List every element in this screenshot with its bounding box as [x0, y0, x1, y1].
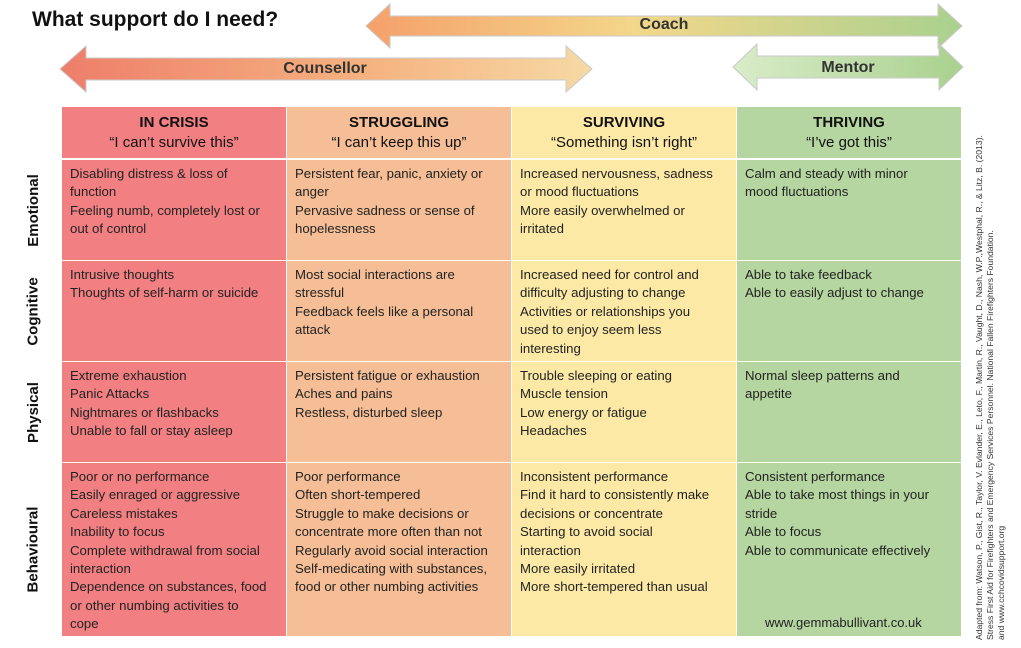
website-url: www.gemmabullivant.co.uk [765, 615, 922, 630]
mentor-arrow [732, 42, 964, 92]
source-citation: Adapted from: Watson, P., Gist, R., Tayl… [970, 120, 1020, 640]
counsellor-label: Counsellor [283, 60, 367, 77]
row-label-emotional: Emotional [24, 173, 42, 247]
row-label-physical: Physical [24, 381, 42, 443]
coach-label: Coach [639, 16, 689, 33]
header-thriving: THRIVING “I’ve got this” [737, 107, 961, 158]
row-label-cognitive: Cognitive [24, 276, 42, 346]
source-line: Adapted from: Watson, P., Gist, R., Tayl… [974, 135, 984, 640]
row-label-behavioural: Behavioural [24, 506, 42, 593]
counsellor-arrow [59, 44, 593, 94]
coach-arrow [365, 2, 963, 50]
page-title: What support do I need? [32, 8, 279, 31]
mentor-label: Mentor [821, 59, 875, 76]
header-struggling: STRUGGLING “I can’t keep this up” [287, 107, 511, 158]
source-line: and www.cchcovidsupport.org [996, 525, 1006, 640]
source-line: Stress First Aid for Firefighters and Em… [985, 230, 995, 640]
header-in-crisis: IN CRISIS “I can’t survive this” [62, 107, 286, 158]
header-surviving: SURVIVING “Something isn’t right” [512, 107, 736, 158]
